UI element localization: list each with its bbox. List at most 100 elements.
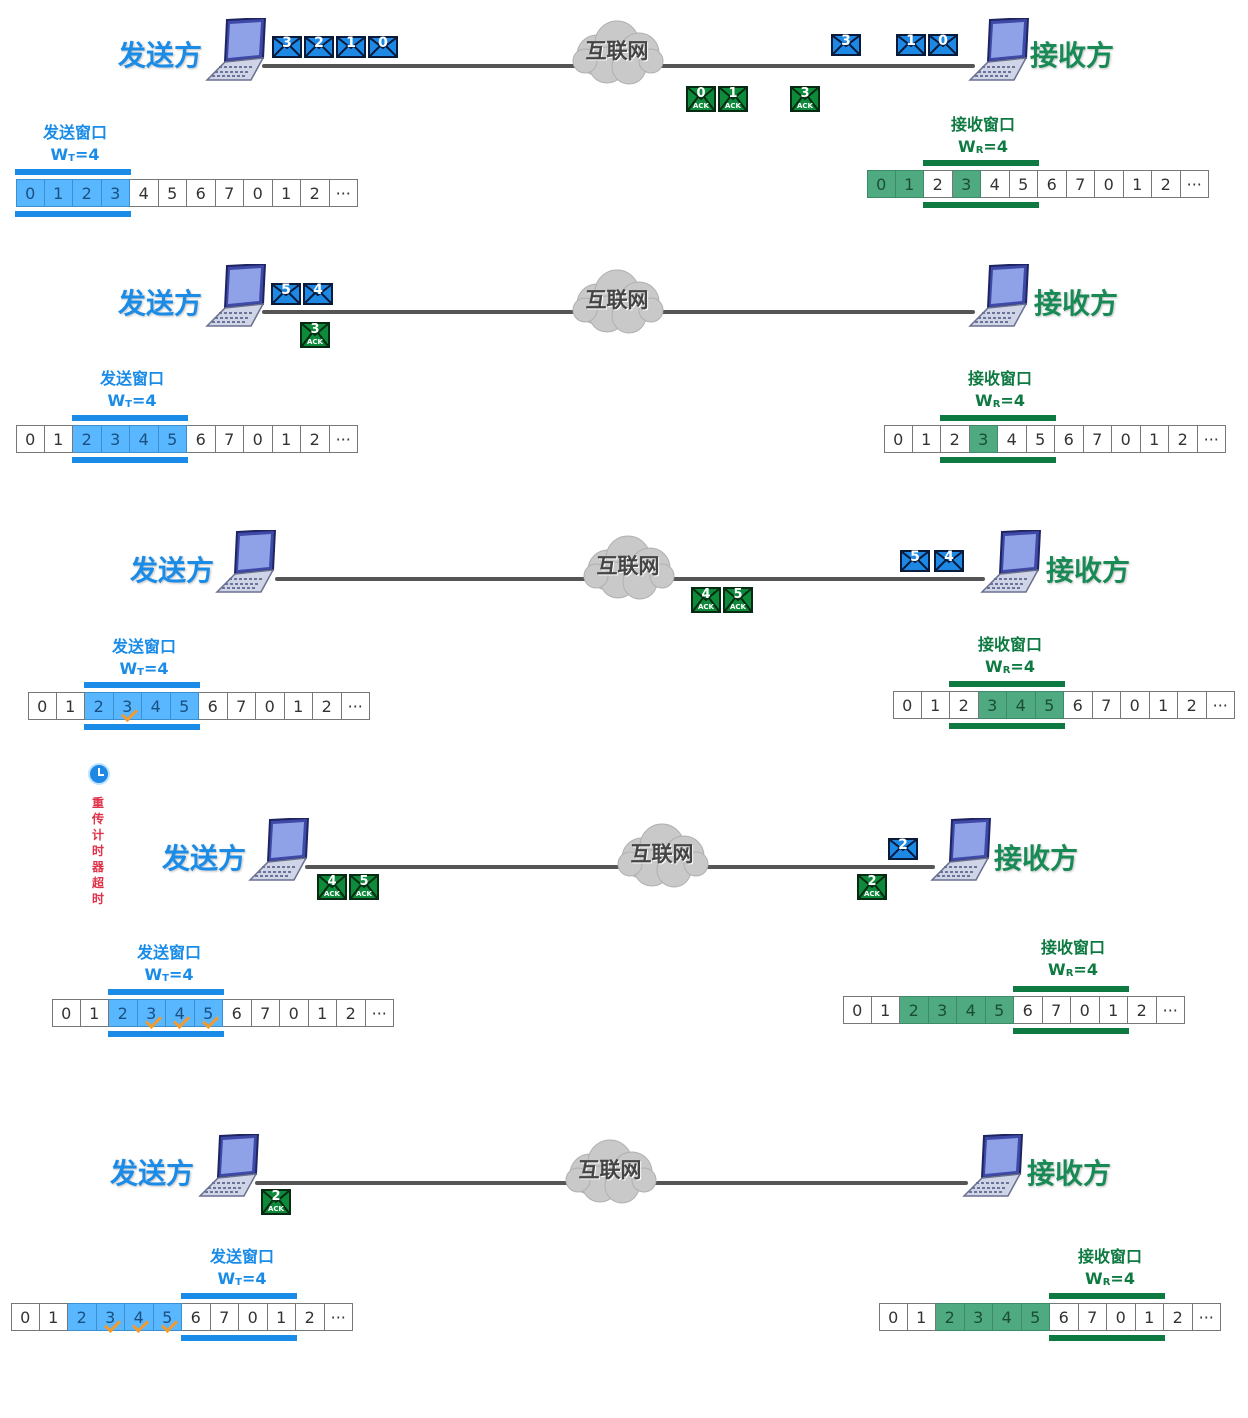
- send-window-title: 发送窗口: [136, 943, 201, 962]
- send-window-frame: [72, 415, 188, 463]
- sequence-cell: 3: [113, 692, 142, 720]
- sequence-cell: 2: [68, 1303, 97, 1331]
- window-w: W: [1048, 960, 1066, 979]
- sequence-cell: ···: [324, 1303, 353, 1331]
- send-window-title: 发送窗口: [42, 123, 107, 142]
- sequence-cell: 3: [101, 425, 130, 453]
- timeout-label: 重传计时器超时: [91, 796, 104, 906]
- sequence-cell: ···: [1192, 1303, 1221, 1331]
- window-subscript: T: [68, 153, 75, 164]
- send-window-frame: [84, 682, 200, 730]
- window-w: W: [107, 391, 126, 410]
- send-window-title: 发送窗口: [111, 637, 176, 656]
- internet-label: 互联网: [585, 288, 649, 312]
- ack-number: 4: [327, 874, 337, 889]
- data-packet: 3: [272, 35, 302, 58]
- internet-cloud: 互联网: [578, 530, 678, 600]
- window-w: W: [50, 145, 69, 164]
- data-packet: 3: [831, 33, 861, 56]
- receiver-label: 接收方: [1027, 1157, 1112, 1190]
- sequence-cell: 4: [1007, 691, 1036, 719]
- sequence-cell: 0: [244, 425, 273, 453]
- sequence-cell: 7: [1083, 425, 1112, 453]
- ack-number: 3: [800, 86, 810, 101]
- window-subscript: R: [1065, 968, 1074, 979]
- sequence-cell: ···: [329, 425, 358, 453]
- sequence-cell: 2: [924, 170, 953, 198]
- sequence-cell: 7: [1066, 170, 1095, 198]
- window-subscript: R: [992, 399, 1001, 410]
- receiver-laptop: [980, 528, 1044, 596]
- sequence-cell: 7: [215, 179, 244, 207]
- sequence-cell: 1: [44, 179, 73, 207]
- receiver-label: 接收方: [994, 842, 1079, 875]
- sequence-cell: 6: [187, 425, 216, 453]
- sequence-cell: 2: [313, 692, 342, 720]
- sequence-cell: 4: [981, 170, 1010, 198]
- sequence-cell: 1: [907, 1303, 936, 1331]
- window-w: W: [985, 657, 1003, 676]
- recv-window-size: WR=4: [940, 390, 1060, 416]
- sequence-cell: 0: [16, 179, 45, 207]
- ack-label: ACK: [324, 890, 340, 898]
- recv-window-frame: [949, 681, 1065, 729]
- receiver-laptop: [968, 16, 1032, 84]
- sequence-cell: 6: [182, 1303, 211, 1331]
- data-packet: 2: [888, 837, 918, 860]
- sequence-cell: 0: [879, 1303, 908, 1331]
- sequence-cell: 3: [928, 996, 957, 1024]
- send-window-size: WT=4: [84, 658, 204, 684]
- sequence-cell: 0: [843, 996, 872, 1024]
- sequence-cell: 5: [985, 996, 1014, 1024]
- sequence-cell: 3: [137, 999, 166, 1027]
- sequence-cell: ···: [1197, 425, 1226, 453]
- window-w: W: [1085, 1269, 1103, 1288]
- data-packet: 4: [934, 549, 964, 572]
- receiver-laptop: [930, 816, 994, 884]
- data-packet: 1: [896, 33, 926, 56]
- window-value: =4: [131, 391, 157, 410]
- sequence-cell: 0: [1095, 170, 1124, 198]
- sequence-cell: 0: [244, 179, 273, 207]
- sender-laptop: [198, 1132, 262, 1200]
- sender-label: 发送方: [130, 554, 215, 587]
- recv-window-size: WR=4: [1050, 1268, 1170, 1294]
- ack-label: ACK: [797, 102, 813, 110]
- send-window-size: WT=4: [182, 1268, 302, 1294]
- window-subscript: T: [235, 1277, 242, 1288]
- sequence-cell: 1: [308, 999, 337, 1027]
- sequence-cell: 3: [101, 179, 130, 207]
- ack-label: ACK: [356, 890, 372, 898]
- ack-label: ACK: [725, 102, 741, 110]
- sequence-cell: 1: [284, 692, 313, 720]
- data-packet: 2: [304, 35, 334, 58]
- ack-number: 1: [728, 86, 738, 101]
- sequence-cell: 1: [912, 425, 941, 453]
- internet-label: 互联网: [585, 39, 649, 63]
- send-window-title: 发送窗口: [99, 369, 164, 388]
- window-w: W: [217, 1269, 236, 1288]
- window-value: =4: [168, 965, 194, 984]
- sequence-cell: 2: [337, 999, 366, 1027]
- ack-label: ACK: [693, 102, 709, 110]
- data-packet: 0: [928, 33, 958, 56]
- sequence-cell: 5: [158, 179, 187, 207]
- sequence-cell: 6: [1014, 996, 1043, 1024]
- sequence-cell: 5: [194, 999, 223, 1027]
- window-value: =4: [1010, 657, 1035, 676]
- window-value: =4: [74, 145, 100, 164]
- sequence-cell: 0: [867, 170, 896, 198]
